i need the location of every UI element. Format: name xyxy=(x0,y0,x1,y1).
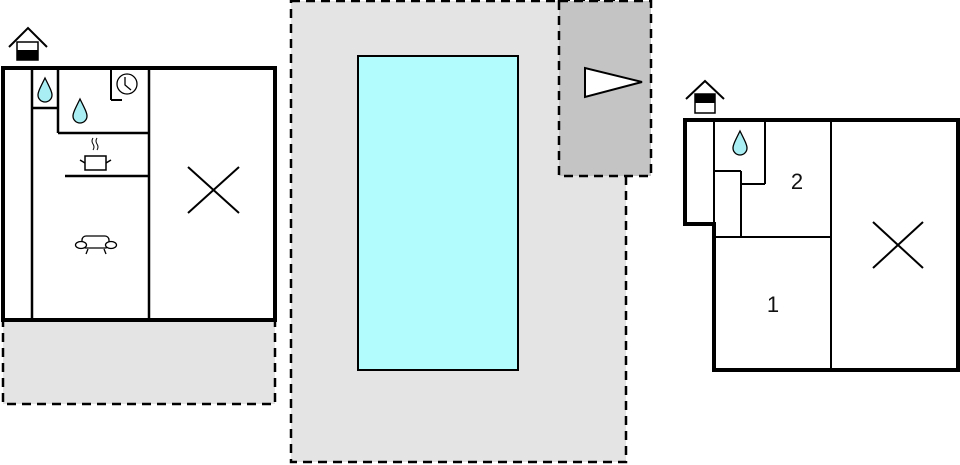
clock-icon xyxy=(116,73,138,95)
sofa-icon xyxy=(74,235,118,255)
house-entrance-icon xyxy=(8,26,48,61)
right-building: 2 1 xyxy=(683,79,960,372)
water-drop-icon xyxy=(732,129,748,156)
cross-icon xyxy=(187,166,240,214)
house-entrance-icon xyxy=(685,79,725,114)
left-building xyxy=(1,26,277,322)
water-drop-icon xyxy=(37,76,53,103)
cross-icon xyxy=(872,221,924,269)
triangle-pointer-icon xyxy=(584,66,643,99)
room-label-1: 1 xyxy=(767,292,779,317)
room-label-2: 2 xyxy=(791,169,803,194)
cooking-pot-icon xyxy=(79,137,112,171)
left-terrace xyxy=(1,318,277,406)
swimming-pool xyxy=(357,55,519,371)
water-drop-icon xyxy=(72,97,88,124)
